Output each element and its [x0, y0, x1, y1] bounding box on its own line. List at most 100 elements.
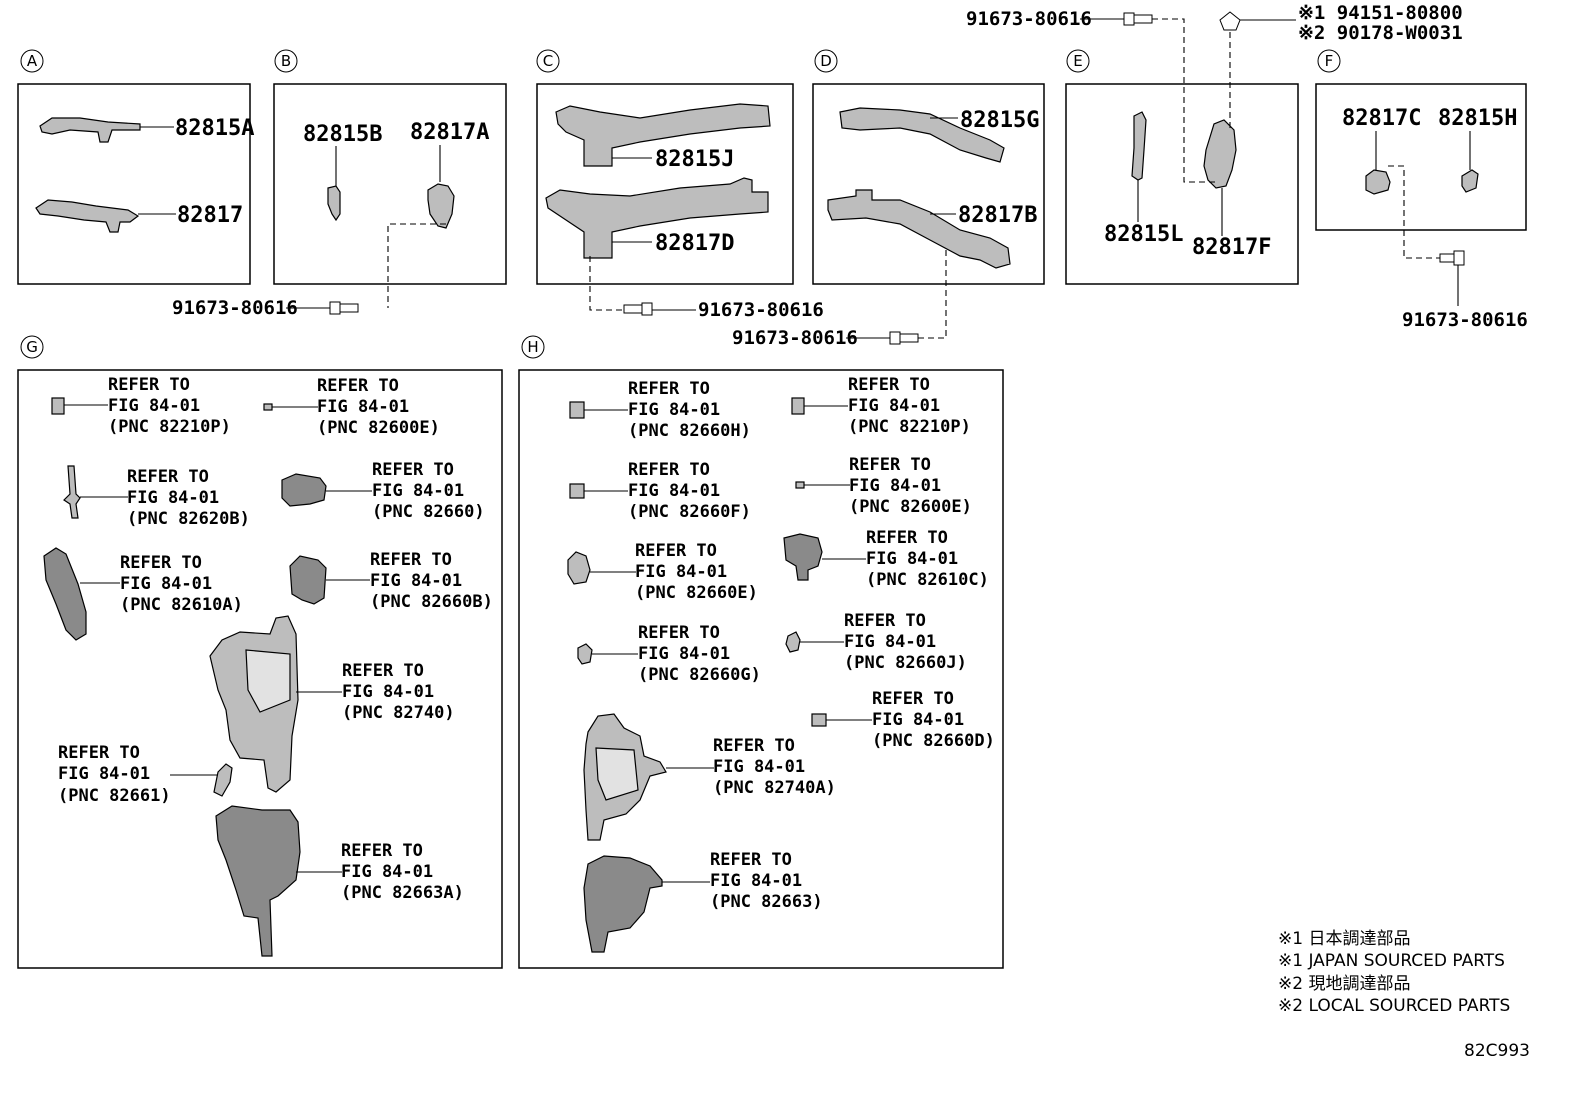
refer-label: REFER TO	[710, 850, 792, 870]
svg-text:A: A	[27, 52, 38, 70]
section-box-d	[812, 83, 1045, 285]
pnc-82600e-h: (PNC 82600E)	[849, 497, 972, 517]
refer-fig: FIG 84-01	[628, 481, 720, 501]
part-82610a-drawing	[43, 547, 87, 641]
refer-label: REFER TO	[342, 661, 424, 681]
refer-fig: FIG 84-01	[866, 549, 958, 569]
part-82600e-drawing	[263, 403, 273, 411]
pnc-82661-g: (PNC 82661)	[58, 786, 171, 806]
refer-fig: FIG 84-01	[635, 562, 727, 582]
note-line-2: ※1 JAPAN SOURCED PARTS	[1278, 951, 1505, 971]
bracket-82817a-drawing	[427, 183, 455, 229]
part-82660h-drawing	[569, 401, 585, 419]
pnc-82660e-h: (PNC 82660E)	[635, 583, 758, 603]
refer-fig: FIG 84-01	[872, 710, 964, 730]
refer-label: REFER TO	[108, 375, 190, 395]
duct-82817d-drawing	[545, 177, 769, 259]
bolt-label-f: 91673-80616	[1402, 309, 1528, 331]
part-82663a-drawing	[215, 805, 301, 957]
refer-fig: FIG 84-01	[638, 644, 730, 664]
part-label-82815h: 82815H	[1438, 106, 1517, 131]
bracket-82817f-drawing	[1203, 119, 1237, 189]
pnc-82210p-g: (PNC 82210P)	[108, 417, 231, 437]
part-82610c-drawing	[783, 533, 823, 581]
pnc-82610c-h: (PNC 82610C)	[866, 570, 989, 590]
refer-label: REFER TO	[844, 611, 926, 631]
section-box-b	[273, 83, 507, 285]
section-box-g	[17, 369, 503, 969]
refer-label: REFER TO	[848, 375, 930, 395]
part-82740a-window	[595, 747, 639, 801]
part-label-82815a: 82815A	[175, 116, 254, 141]
refer-label: REFER TO	[638, 623, 720, 643]
refer-fig: FIG 84-01	[58, 764, 150, 784]
section-marker-d: D	[814, 49, 838, 73]
pnc-82660b-g: (PNC 82660B)	[370, 592, 493, 612]
part-82210p-h-drawing	[791, 397, 805, 415]
part-82663-drawing	[583, 855, 663, 953]
refer-label: REFER TO	[317, 376, 399, 396]
section-box-a	[17, 83, 251, 285]
section-marker-f: F	[1317, 49, 1341, 73]
svg-text:G: G	[26, 338, 38, 356]
part-82660g-drawing	[577, 643, 593, 665]
section-marker-c: C	[536, 49, 560, 73]
part-label-82817c: 82817C	[1342, 106, 1421, 131]
bolt-icon	[1439, 250, 1465, 266]
pnc-82620b-g: (PNC 82620B)	[127, 509, 250, 529]
pnc-82663a-g: (PNC 82663A)	[341, 883, 464, 903]
duct-82815a-drawing	[39, 117, 141, 143]
pnc-82660h-h: (PNC 82660H)	[628, 421, 751, 441]
part-label-82817d: 82817D	[655, 231, 734, 256]
part-label-82815j: 82815J	[655, 147, 734, 172]
part-82600e-h-drawing	[795, 481, 805, 489]
part-82661-drawing	[213, 763, 233, 797]
refer-label: REFER TO	[341, 841, 423, 861]
pnc-82610a-g: (PNC 82610A)	[120, 595, 243, 615]
bolt-icon	[329, 301, 359, 315]
nut-label-2: ※2 90178-W0031	[1298, 22, 1463, 44]
refer-label: REFER TO	[372, 460, 454, 480]
note-line-1: ※1 日本調達部品	[1278, 929, 1410, 949]
refer-fig: FIG 84-01	[848, 396, 940, 416]
refer-fig: FIG 84-01	[317, 397, 409, 417]
bolt-icon	[889, 331, 919, 345]
refer-label: REFER TO	[120, 553, 202, 573]
section-box-c	[536, 83, 794, 285]
part-label-82815l: 82815L	[1104, 222, 1183, 247]
part-82660-drawing	[281, 473, 327, 507]
bolt-label-d: 91673-80616	[732, 327, 858, 349]
refer-fig: FIG 84-01	[713, 757, 805, 777]
refer-label: REFER TO	[635, 541, 717, 561]
part-82740-drawing	[209, 615, 299, 793]
pnc-82663-h: (PNC 82663)	[710, 892, 823, 912]
nut-icon	[1219, 11, 1241, 31]
part-82660j-drawing	[785, 631, 801, 653]
duct-82815g-drawing	[839, 107, 1005, 163]
part-label-82817b: 82817B	[958, 203, 1037, 228]
refer-fig: FIG 84-01	[341, 862, 433, 882]
refer-fig: FIG 84-01	[108, 396, 200, 416]
duct-82815j-drawing	[555, 103, 771, 167]
section-marker-a: A	[20, 49, 44, 73]
refer-label: REFER TO	[127, 467, 209, 487]
nut-label-1: ※1 94151-80800	[1298, 2, 1463, 24]
refer-label: REFER TO	[370, 550, 452, 570]
section-marker-b: B	[274, 49, 298, 73]
part-label-82817: 82817	[177, 203, 243, 228]
section-marker-h: H	[521, 335, 545, 359]
note-line-4: ※2 LOCAL SOURCED PARTS	[1278, 996, 1510, 1016]
refer-label: REFER TO	[628, 460, 710, 480]
part-82660d-drawing	[811, 713, 827, 727]
bracket-82815l-drawing	[1131, 111, 1147, 181]
part-label-82817f: 82817F	[1192, 235, 1271, 260]
duct-82817-drawing	[35, 199, 140, 233]
pnc-82660-g: (PNC 82660)	[372, 502, 485, 522]
part-label-82817a: 82817A	[410, 120, 489, 145]
refer-label: REFER TO	[58, 743, 140, 763]
refer-fig: FIG 84-01	[370, 571, 462, 591]
bolt-label-c: 91673-80616	[698, 299, 824, 321]
pnc-82660g-h: (PNC 82660G)	[638, 665, 761, 685]
refer-label: REFER TO	[866, 528, 948, 548]
part-82620b-drawing	[63, 465, 81, 519]
